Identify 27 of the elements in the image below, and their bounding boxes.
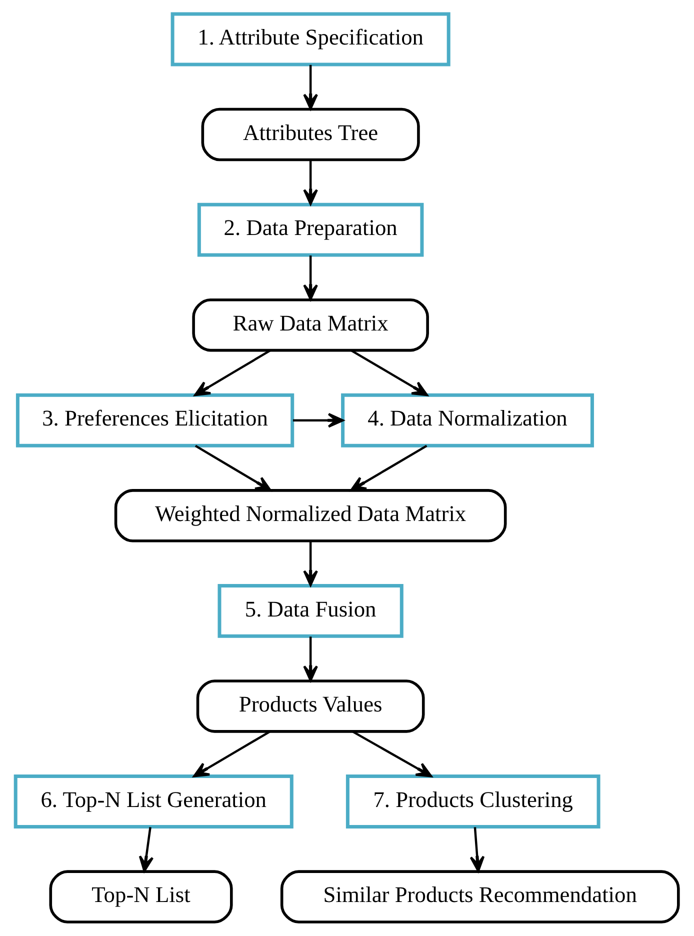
node-box: 3. Preferences Elicitation xyxy=(16,393,294,448)
arrow xyxy=(350,350,428,396)
arrow xyxy=(194,350,271,396)
node-box: 7. Products Clustering xyxy=(346,774,600,828)
node-box: 1. Attribute Specification xyxy=(170,12,450,66)
arrow xyxy=(138,827,154,872)
arrow xyxy=(303,160,318,206)
node-box: 5. Data Fusion xyxy=(218,584,404,638)
arrow xyxy=(292,412,344,428)
node-box: Top-N List xyxy=(49,870,233,924)
arrow xyxy=(303,64,318,110)
node-box: Raw Data Matrix xyxy=(192,298,429,352)
node-box: 2. Data Preparation xyxy=(197,202,424,257)
node-box: 6. Top-N List Generation xyxy=(14,774,294,828)
arrow xyxy=(303,541,318,586)
arrow xyxy=(352,730,432,778)
node-box: Products Values xyxy=(196,680,425,733)
node-box: 4. Data Normalization xyxy=(341,393,594,448)
arrow xyxy=(193,730,270,778)
arrow xyxy=(194,444,272,492)
arrow xyxy=(303,636,318,682)
node-box: Similar Products Recommendation xyxy=(280,870,680,924)
node-box: Attributes Tree xyxy=(201,108,420,162)
arrow xyxy=(470,827,485,872)
arrow xyxy=(350,444,428,492)
arrow xyxy=(303,255,318,300)
node-box: Weighted Normalized Data Matrix xyxy=(114,489,507,542)
